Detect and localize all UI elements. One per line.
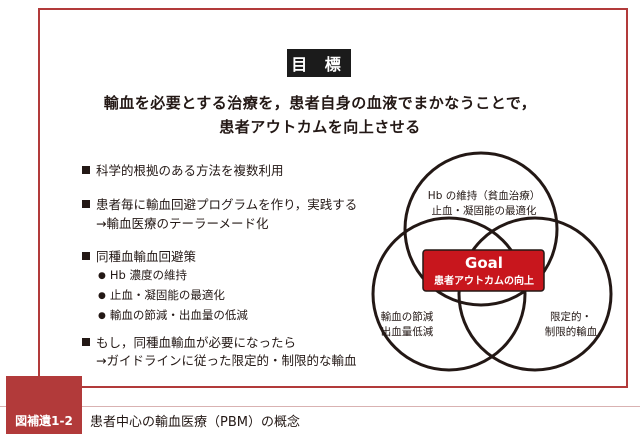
bullet-dot-icon: ● (98, 271, 106, 281)
venn-right-label-1: 限定的・ (550, 310, 592, 323)
sub-bullet-item: ●止血・凝固能の最適化 (98, 288, 225, 302)
bullet-square-icon (82, 200, 90, 208)
bullet-item: 科学的根拠のある方法を複数利用 (82, 162, 284, 180)
venn-circle-left (371, 216, 527, 372)
bullet-square-icon (82, 252, 90, 260)
bullet-item: もし，同種血輸血が必要になったら (82, 334, 296, 352)
venn-top-label-1: Hb の維持（貧血治療） (428, 189, 540, 202)
goal-badge: 目 標 (287, 49, 351, 77)
goal-subtitle: 患者アウトカムの向上 (434, 274, 534, 287)
figure-caption: 患者中心の輸血医療（PBM）の概念 (90, 415, 300, 430)
sub-bullet-item: ●Hb 濃度の維持 (98, 268, 187, 282)
caption-tab (6, 376, 82, 434)
venn-circle-top (403, 151, 559, 307)
headline-line-1: 輸血を必要とする治療を，患者自身の血液でまかなうことで， (103, 94, 537, 112)
bullet-item: 患者毎に輸血回避プログラムを作り，実践する (82, 196, 357, 214)
bullet-square-icon (82, 166, 90, 174)
bullet-dot-icon: ● (98, 311, 106, 321)
venn-right-label-2: 制限的輸血 (545, 325, 598, 338)
sub-bullet-item: ●輸血の節減・出血量の低減 (98, 308, 248, 322)
goal-box (422, 249, 545, 292)
figure-number: 図補遺1-2 (15, 413, 73, 428)
headline-line-2: 患者アウトカムを向上させる (219, 118, 421, 136)
venn-left-label-1: 輸血の節減 (381, 310, 434, 323)
venn-circle-right (457, 216, 613, 372)
bullet-item: 同種血輸血回避策 (82, 248, 196, 266)
goal-title: Goal (465, 254, 503, 272)
venn-left-label-2: 出血量低減 (381, 325, 434, 338)
venn-top-label-2: 止血・凝固能の最適化 (432, 204, 537, 217)
caption-bar (0, 406, 640, 435)
bullet-continuation: →ガイドラインに従った限定的・制限的な輸血 (96, 353, 357, 368)
bullet-continuation: →輸血医療のテーラーメード化 (96, 216, 269, 231)
bullet-dot-icon: ● (98, 291, 106, 301)
bullet-square-icon (82, 338, 90, 346)
